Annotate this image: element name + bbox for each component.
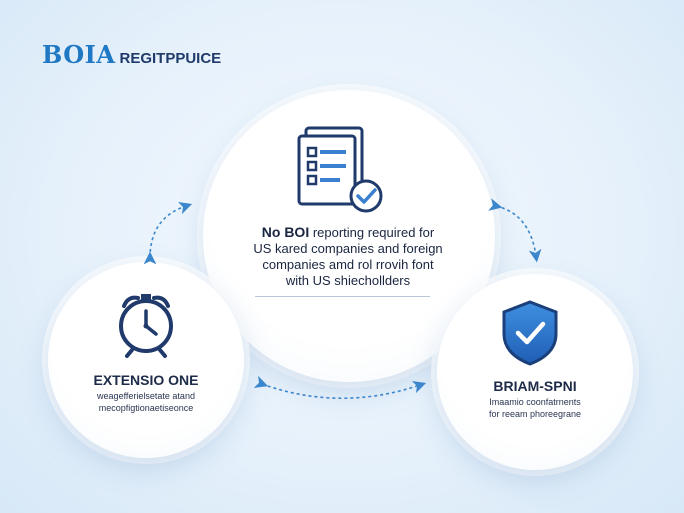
brand-sub-text: REGITPPUICE: [119, 50, 222, 67]
alarm-clock-icon: [119, 294, 173, 358]
arrow-left-to-right: [253, 375, 427, 400]
brand-logo: BOIA REGITPPUICE: [42, 40, 221, 69]
arrow-center-to-right: [488, 198, 542, 263]
center-line-2: US kared companies and foreign: [253, 241, 443, 256]
left-line-1: weagefferielsetate atand: [97, 391, 195, 401]
center-divider: [255, 296, 430, 297]
right-line-1: Imaamio coonfatrnents: [489, 397, 581, 407]
center-line-4: with US shiechollders: [285, 273, 411, 288]
document-check-icon: [297, 126, 383, 213]
left-title: EXTENSIO ONE: [93, 372, 199, 388]
arrow-left-to-center: [143, 201, 193, 265]
right-description: Imaamio coonfatrnents for reeam phoreegr…: [457, 396, 613, 420]
brand-main-text: BOIA: [42, 40, 116, 69]
left-line-2: mecopfigtionaetiseonce: [98, 403, 194, 413]
right-line-2: for reeam phoreegrane: [488, 409, 582, 419]
center-description: No BOI reporting required for US kared c…: [250, 224, 446, 289]
center-line-1: reporting required for: [309, 225, 435, 240]
center-line-3: companies amd rol rrovih font: [262, 257, 434, 272]
right-title: BRIAM-SPNI: [493, 378, 577, 394]
center-title: No BOI: [261, 224, 310, 240]
shield-check-icon: [502, 300, 558, 366]
left-description: weagefferielsetate atand mecopfigtionaet…: [68, 390, 224, 414]
